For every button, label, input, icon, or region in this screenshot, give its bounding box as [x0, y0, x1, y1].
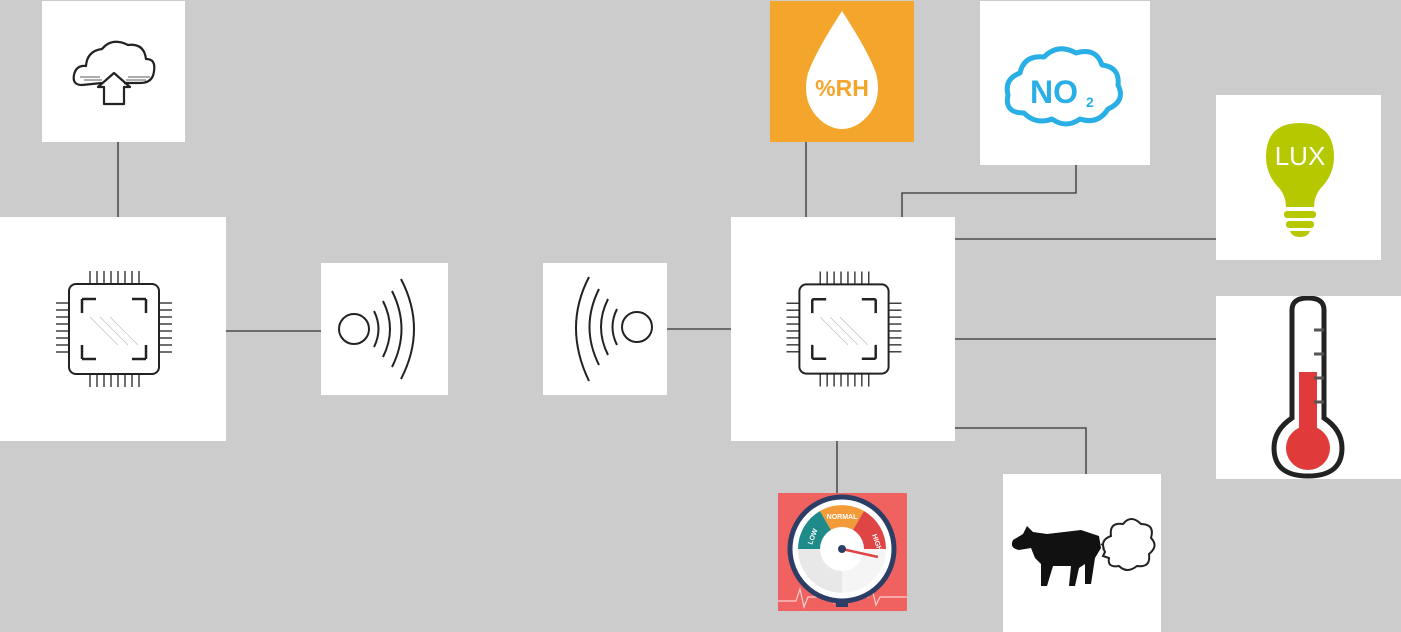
wireless-receive-icon	[575, 276, 653, 382]
cow-node	[1003, 474, 1161, 632]
link-chip-no2	[901, 165, 1077, 217]
gateway-radio-node	[321, 263, 448, 395]
blood-pressure-node: LOW NORMAL HIGH	[778, 493, 907, 611]
light-bulb-icon: LUX	[1266, 123, 1334, 237]
humidity-label: %RH	[815, 75, 869, 101]
gateway-chip-node	[0, 217, 226, 441]
humidity-node: %RH	[770, 1, 914, 142]
no2-label: NO	[1030, 74, 1078, 110]
cow-breath-icon	[1011, 518, 1156, 586]
gauge-zone-normal: NORMAL	[827, 514, 858, 521]
thermometer-icon	[1271, 296, 1345, 479]
lux-node: LUX	[1216, 95, 1381, 260]
link-chip-cow	[955, 427, 1087, 474]
temperature-node	[1216, 296, 1401, 479]
sensor-radio-node	[543, 263, 667, 395]
microchip-icon	[786, 271, 902, 387]
no2-subscript: 2	[1086, 94, 1094, 110]
cloud-upload-icon	[72, 40, 156, 106]
blood-pressure-gauge-icon: LOW NORMAL HIGH	[778, 494, 907, 610]
no2-node: NO 2	[980, 1, 1150, 165]
sensor-chip-node	[731, 217, 955, 441]
lux-label: LUX	[1275, 141, 1326, 171]
cloud-node	[42, 1, 185, 142]
microchip-icon	[56, 271, 172, 387]
water-drop-icon: %RH	[806, 11, 878, 129]
wireless-transmit-icon	[338, 278, 415, 380]
cloud-gas-icon: NO 2	[1004, 46, 1123, 127]
